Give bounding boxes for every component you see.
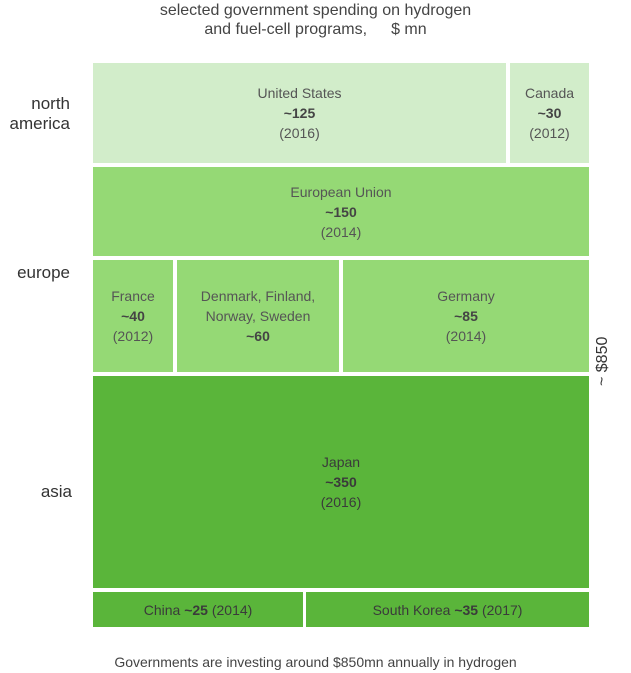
tile-value: ~25 <box>184 601 208 618</box>
region-label-north-america: north america <box>9 94 70 133</box>
tile-value: ~85 <box>454 308 478 324</box>
tile-name: European Union <box>290 183 392 200</box>
tile-name: South Korea <box>372 601 451 618</box>
region-label-europe: europe <box>17 263 70 282</box>
tile-value: ~60 <box>246 328 270 344</box>
chart-title-line2: and fuel-cell programs, $ mn <box>0 20 631 39</box>
chart-title-line2-text: and fuel-cell programs, <box>204 21 368 38</box>
tile-value: ~40 <box>121 308 145 324</box>
tile-year: (2017) <box>481 601 523 618</box>
tile-value: ~150 <box>325 203 357 220</box>
tile-china: China ~25 (2014) <box>93 592 303 627</box>
tile-name: Germany <box>437 288 495 304</box>
tile-france: France ~40 (2012) <box>93 260 173 372</box>
tile-value: ~35 <box>454 601 479 618</box>
total-label: ~ $850 <box>594 336 611 386</box>
tile-value: ~30 <box>537 105 562 121</box>
tile-nordics: Denmark, Finland, Norway, Sweden ~60 <box>177 260 339 372</box>
tile-name: United States <box>257 85 342 101</box>
region-label-asia: asia <box>40 482 72 501</box>
tile-year: (2014) <box>320 223 362 240</box>
tile-value: ~125 <box>283 105 316 121</box>
chart-unit: $ mn <box>391 21 427 38</box>
tile-year: (2012) <box>112 328 154 344</box>
tile-name: Japan <box>321 454 361 470</box>
tile-germany: Germany ~85 (2014) <box>343 260 589 372</box>
tile-name-line1: Denmark, Finland, <box>200 288 316 304</box>
tile-year: (2016) <box>279 125 320 141</box>
footer-note: Governments are investing around $850mn … <box>114 654 517 670</box>
tile-united-states: United States ~125 (2016) <box>93 63 506 163</box>
tile-year: (2016) <box>320 494 362 510</box>
tile-european-union: European Union ~150 (2014) <box>93 167 589 256</box>
chart-title-line1: selected government spending on hydrogen <box>159 2 472 19</box>
tile-name: China <box>143 601 181 618</box>
tile-year: (2012) <box>529 125 570 141</box>
tile-name: Canada <box>524 85 575 101</box>
tile-year: (2014) <box>445 328 487 344</box>
tile-name-line2: Norway, Sweden <box>205 308 311 324</box>
tile-canada: Canada ~30 (2012) <box>510 63 589 163</box>
tile-year: (2014) <box>211 601 253 618</box>
tile-south-korea: South Korea ~35 (2017) <box>306 592 589 627</box>
tile-name: France <box>111 288 155 304</box>
tile-japan: Japan ~350 (2016) <box>93 376 589 588</box>
tile-value: ~350 <box>325 474 357 490</box>
chart-title: selected government spending on hydrogen… <box>0 1 631 39</box>
